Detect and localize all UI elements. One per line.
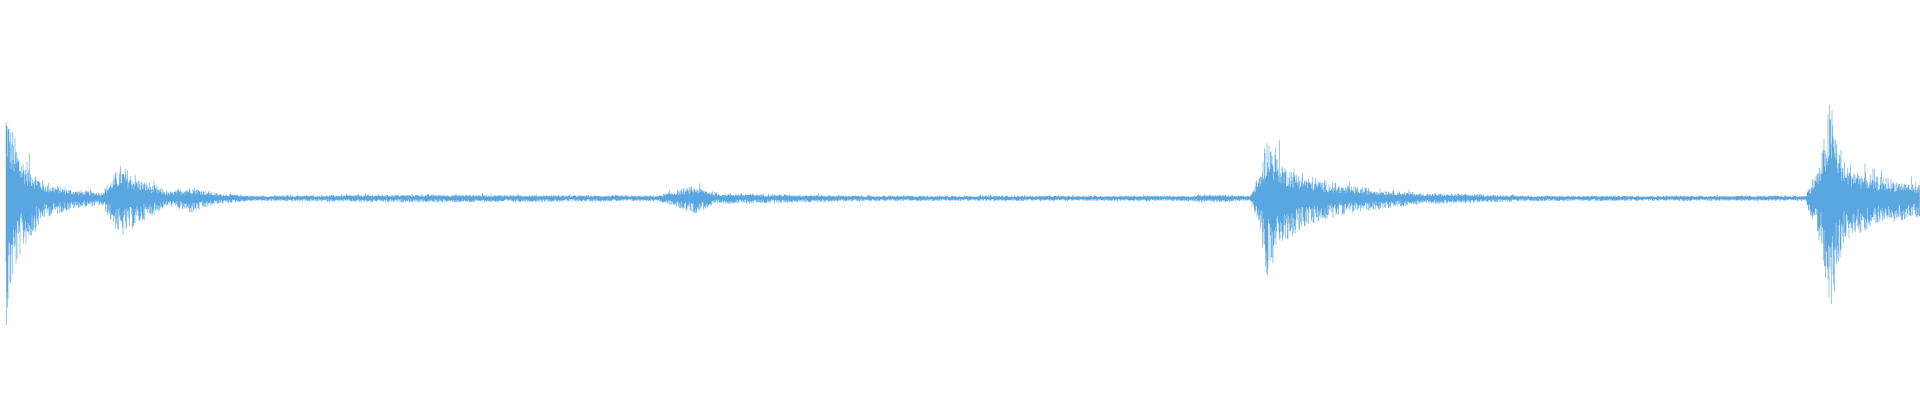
waveform-samples bbox=[5, 104, 1920, 326]
